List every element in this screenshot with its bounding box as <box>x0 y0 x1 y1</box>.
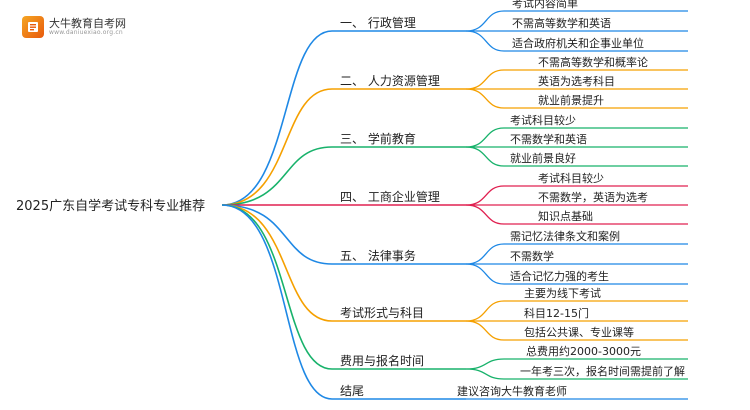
logo-name: 大牛教育自考网 <box>49 16 126 30</box>
leaf-topic: 不需高等数学和概率论 <box>538 55 648 69</box>
leaf-connector <box>465 127 505 148</box>
leaf-connector <box>465 146 505 167</box>
branch-topic: 二、 人力资源管理 <box>340 73 440 88</box>
leaf-topic: 总费用约2000-3000元 <box>526 344 641 358</box>
leaf-topic: 考试科目较少 <box>510 113 576 127</box>
leaf-topic: 考试内容简单 <box>512 0 578 10</box>
branch-topic: 结尾 <box>340 384 364 398</box>
branch-topic: 三、 学前教育 <box>340 131 416 146</box>
leaf-topic: 主要为线下考试 <box>524 286 601 300</box>
leaf-topic: 不需高等数学和英语 <box>512 16 611 30</box>
branch-connector <box>221 204 333 265</box>
leaf-connector <box>465 204 505 225</box>
branch-topic: 四、 工商企业管理 <box>340 189 440 204</box>
branch-connector <box>221 88 333 206</box>
leaf-connector <box>465 30 505 52</box>
leaf-topic: 适合记忆力强的考生 <box>510 269 609 283</box>
leaf-topic: 英语为选考科目 <box>538 74 615 88</box>
root-topic: 2025广东自学考试专科专业推荐 <box>16 198 205 214</box>
leaf-connector <box>465 358 505 370</box>
leaf-topic: 不需数学，英语为选考 <box>538 190 648 204</box>
leaf-topic: 知识点基础 <box>538 209 593 223</box>
leaf-topic: 不需数学 <box>510 249 554 263</box>
leaf-connector <box>465 185 505 206</box>
leaf-connector <box>465 243 505 265</box>
branch-topic: 五、 法律事务 <box>340 248 416 263</box>
leaf-topic: 包括公共课、专业课等 <box>524 325 634 339</box>
branch-topic: 一、 行政管理 <box>340 15 416 30</box>
logo-url: www.daniuexiao.org.cn <box>49 28 123 36</box>
leaf-topic: 就业前景良好 <box>510 151 576 165</box>
leaf-topic: 一年考三次，报名时间需提前了解 <box>520 364 685 378</box>
leaf-connector <box>465 69 505 90</box>
branch-topic: 费用与报名时间 <box>340 353 424 368</box>
leaf-connector <box>465 10 505 32</box>
leaf-topic: 建议咨询大牛教育老师 <box>457 384 567 398</box>
leaf-topic: 需记忆法律条文和案例 <box>510 229 620 243</box>
branch-topic: 考试形式与科目 <box>340 305 424 320</box>
branch-connector <box>221 146 333 206</box>
branch-connector <box>221 204 333 322</box>
leaf-topic: 适合政府机关和企事业单位 <box>512 36 644 50</box>
leaf-connector <box>465 300 505 322</box>
leaf-topic: 考试科目较少 <box>538 171 604 185</box>
leaf-connector <box>465 368 505 380</box>
leaf-connector <box>465 263 505 285</box>
leaf-topic: 就业前景提升 <box>538 93 604 107</box>
branch-connector <box>221 204 333 400</box>
site-logo: 大牛教育自考网 www.daniuexiao.org.cn <box>22 16 126 38</box>
leaf-topic: 不需数学和英语 <box>510 132 587 146</box>
leaf-connector <box>465 88 505 109</box>
branch-connector <box>221 30 333 206</box>
leaf-topic: 科目12-15门 <box>524 306 589 320</box>
branch-connector <box>221 204 333 370</box>
book-logo-icon <box>22 16 44 38</box>
leaf-connector <box>465 320 505 341</box>
